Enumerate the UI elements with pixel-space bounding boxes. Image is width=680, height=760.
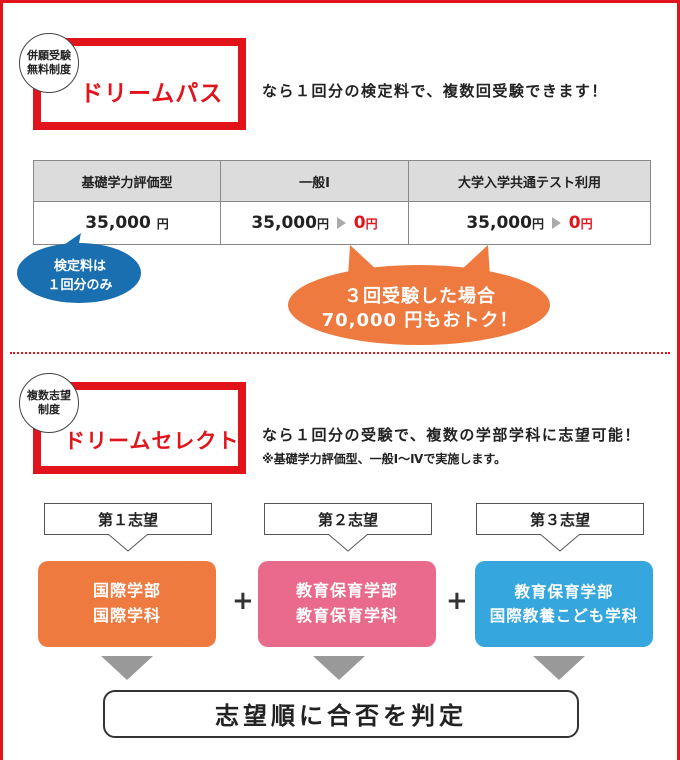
result-banner: 志望順に合否を判定 xyxy=(103,690,579,738)
badge-line: 無料制度 xyxy=(27,63,71,76)
choice-tail-2 xyxy=(328,534,368,552)
dream-pass-title: ドリームパス xyxy=(80,81,224,107)
yen-unit: 円 xyxy=(365,217,378,231)
price-after: 0 xyxy=(568,213,581,233)
choice-tail-1 xyxy=(108,534,148,552)
faculty-name: 教育保育学部 xyxy=(295,581,398,601)
yen-unit: 円 xyxy=(531,217,544,231)
price: 35,000 xyxy=(251,213,317,233)
faculty-name: 教育保育学部 xyxy=(514,582,614,601)
fees-table: 基礎学力評価型 一般Ⅰ 大学入学共通テスト利用 35,000 円 35,000円… xyxy=(33,160,651,245)
price-after: 0 xyxy=(353,213,366,233)
table-header: 一般Ⅰ xyxy=(220,160,409,202)
note-line: １回分のみ xyxy=(47,277,113,293)
badge-line: 併願受験 xyxy=(27,49,71,63)
choice-box-3: 教育保育学部 国際教養こども学科 xyxy=(475,561,653,647)
badge-line: 複数志望 xyxy=(27,389,71,403)
table-cell: 35,000円 0円 xyxy=(220,201,409,245)
table-row: 35,000 円 35,000円 0円 35,000円 0円 xyxy=(33,201,651,245)
dream-pass-description: なら１回分の検定料で、複数回受験できます！ xyxy=(262,82,608,100)
dream-select-description: なら１回分の受験で、複数の学部学科に志望可能！ xyxy=(262,426,641,444)
section-divider xyxy=(10,352,670,354)
savings-bubble xyxy=(288,245,550,345)
arrow-right-icon xyxy=(336,217,346,229)
dream-select-note: ※基礎学力評価型、一般Ⅰ～Ⅳで実施します。 xyxy=(262,452,507,466)
yen-unit: 円 xyxy=(580,217,593,231)
note-bubble xyxy=(17,233,141,303)
down-arrow-icon xyxy=(101,656,153,680)
plus-symbol: + xyxy=(446,586,468,616)
table-cell: 35,000 円 xyxy=(33,201,221,245)
badge-line: 制度 xyxy=(38,403,60,416)
table-header: 基礎学力評価型 xyxy=(33,160,221,202)
yen-unit: 円 xyxy=(316,217,329,231)
savings-bubble-text: ３回受験した場合 70,000 円もおトク！ xyxy=(300,285,540,334)
department-name: 国際教養こども学科 xyxy=(489,607,639,625)
note-bubble-text: 検定料は １回分のみ xyxy=(30,258,130,296)
table-header: 大学入学共通テスト利用 xyxy=(408,160,651,202)
table-header-row: 基礎学力評価型 一般Ⅰ 大学入学共通テスト利用 xyxy=(33,160,651,202)
price: 35,000 xyxy=(466,213,532,233)
note-line: 検定料は xyxy=(53,259,106,274)
choice-label-2: 第２志望 xyxy=(264,503,432,535)
department-name: 教育保育学科 xyxy=(295,606,398,625)
arrow-right-icon xyxy=(551,217,561,229)
down-arrow-icon xyxy=(313,656,365,680)
plus-symbol: + xyxy=(232,586,254,616)
choice-tail-3 xyxy=(540,534,580,552)
dream-select-title: ドリームセレクト xyxy=(64,429,240,453)
dream-pass-badge: 併願受験 無料制度 xyxy=(19,33,79,93)
price: 35,000 xyxy=(85,213,151,233)
table-cell: 35,000円 0円 xyxy=(408,201,651,245)
choice-label-3: 第３志望 xyxy=(476,503,644,535)
choice-label-1: 第１志望 xyxy=(44,503,212,535)
choice-box-2: 教育保育学部 教育保育学科 xyxy=(258,561,436,647)
department-name: 国際学科 xyxy=(92,606,161,625)
choice-box-1: 国際学部 国際学科 xyxy=(38,561,216,647)
faculty-name: 国際学部 xyxy=(92,581,161,601)
savings-line: ３回受験した場合 xyxy=(344,286,496,307)
yen-unit: 円 xyxy=(156,217,169,231)
savings-line: 70,000 円もおトク！ xyxy=(321,310,519,332)
dream-select-badge: 複数志望 制度 xyxy=(19,373,79,433)
down-arrow-icon xyxy=(533,656,585,680)
